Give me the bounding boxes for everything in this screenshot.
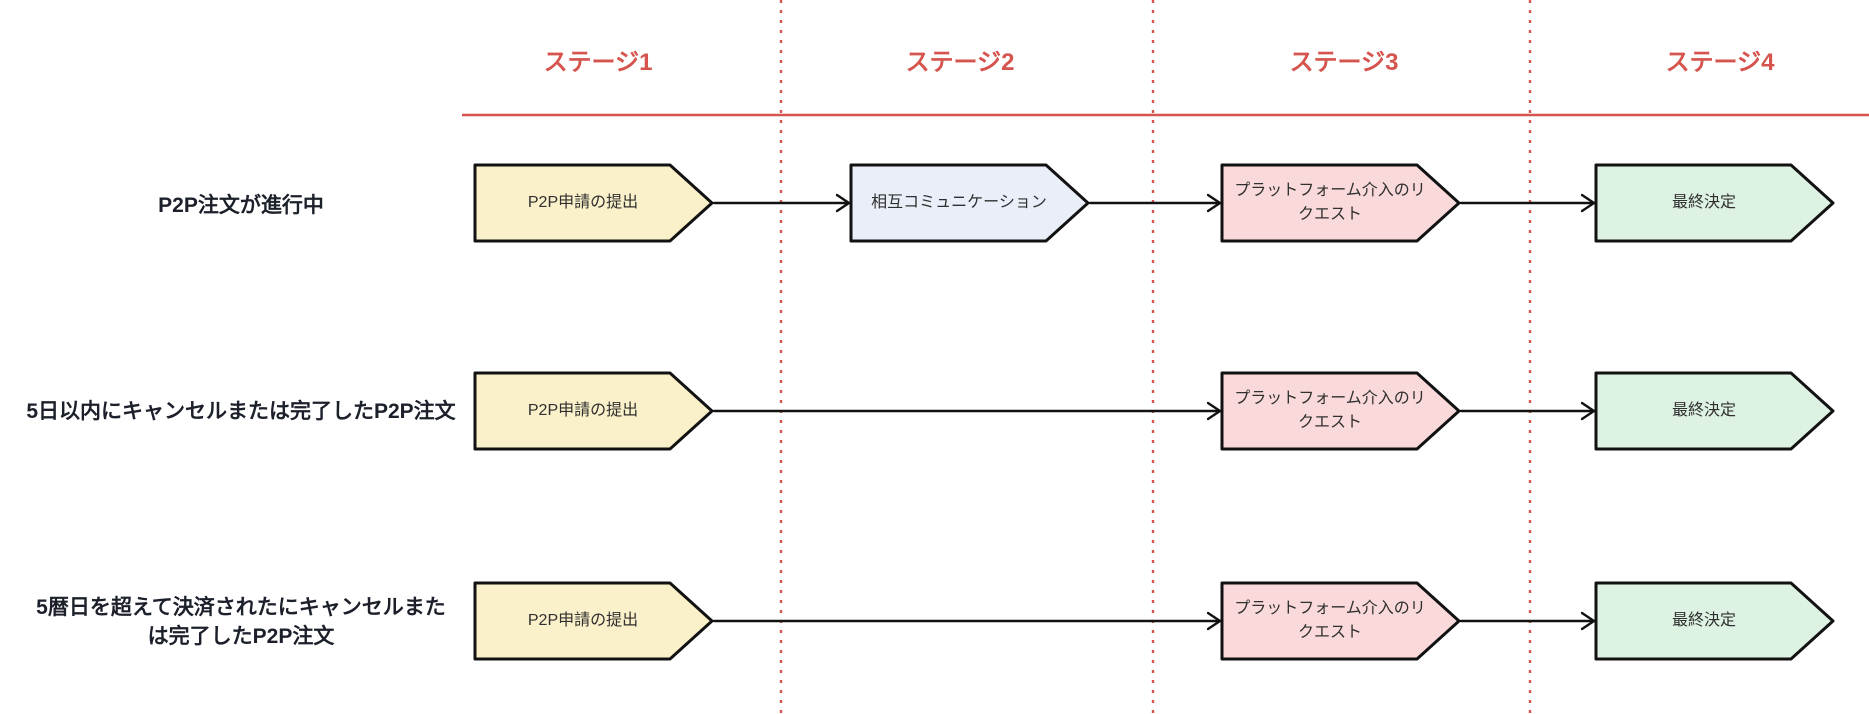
node-label-text: 最終決定 — [1671, 612, 1736, 629]
node-row1-stage1 — [473, 163, 714, 243]
row-label-3-line2: は完了したP2P注文 — [147, 625, 335, 648]
node-label-row1-stage1: P2P申請の提出 — [475, 165, 691, 241]
row-label-2: 5日以内にキャンセルまたは完了したP2P注文 — [26, 400, 456, 423]
node-label-row1-stage4: 最終決定 — [1596, 165, 1812, 241]
node-label-row1-stage3: プラットフォーム介入のリクエスト — [1222, 165, 1438, 241]
node-label-text: 最終決定 — [1671, 402, 1736, 419]
node-row2-stage3 — [1220, 371, 1461, 451]
node-label-row2-stage1: P2P申請の提出 — [475, 373, 691, 449]
stage-header-4: ステージ4 — [1665, 49, 1775, 76]
node-row1-stage2 — [849, 163, 1090, 243]
node-row2-stage4 — [1594, 371, 1835, 451]
row-label-3: 5暦日を超えて決済されたにキャンセルまた は完了したP2P注文 — [10, 593, 472, 651]
node-label-text: P2P申請の提出 — [527, 402, 639, 419]
row-label-3-line1: 5暦日を超えて決済されたにキャンセルまた — [36, 596, 446, 619]
node-row3-stage4 — [1594, 581, 1835, 661]
node-label-row2-stage4: 最終決定 — [1596, 373, 1812, 449]
stage-header-3: ステージ3 — [1289, 49, 1399, 76]
arrow-row2-stage3-stage4 — [1459, 401, 1596, 421]
stage-header-2: ステージ2 — [905, 49, 1015, 76]
arrow-row3-stage1-stage3 — [712, 611, 1222, 631]
arrow-row2-stage1-stage3 — [712, 401, 1222, 421]
node-label-text: P2P申請の提出 — [527, 194, 639, 211]
node-label-text: プラットフォーム介入のリクエスト — [1234, 182, 1426, 223]
node-label-row2-stage3: プラットフォーム介入のリクエスト — [1222, 373, 1438, 449]
arrow-row1-stage1-stage2 — [712, 193, 851, 213]
node-label-text: プラットフォーム介入のリクエスト — [1234, 390, 1426, 431]
node-label-text: P2P申請の提出 — [527, 612, 639, 629]
node-row2-stage1 — [473, 371, 714, 451]
arrow-row1-stage3-stage4 — [1459, 193, 1596, 213]
node-label-row1-stage2: 相互コミュニケーション — [851, 165, 1067, 241]
node-row1-stage3 — [1220, 163, 1461, 243]
node-label-row3-stage3: プラットフォーム介入のリクエスト — [1222, 583, 1438, 659]
node-row1-stage4 — [1594, 163, 1835, 243]
node-label-row3-stage4: 最終決定 — [1596, 583, 1812, 659]
arrow-row3-stage3-stage4 — [1459, 611, 1596, 631]
node-row3-stage3 — [1220, 581, 1461, 661]
row-label-1: P2P注文が進行中 — [158, 194, 324, 217]
arrow-row1-stage2-stage3 — [1088, 193, 1222, 213]
node-label-text: 相互コミュニケーション — [871, 194, 1047, 211]
node-row3-stage1 — [473, 581, 714, 661]
node-label-text: 最終決定 — [1671, 194, 1736, 211]
node-label-row3-stage1: P2P申請の提出 — [475, 583, 691, 659]
stage-header-1: ステージ1 — [543, 49, 653, 76]
node-label-text: プラットフォーム介入のリクエスト — [1234, 600, 1426, 641]
